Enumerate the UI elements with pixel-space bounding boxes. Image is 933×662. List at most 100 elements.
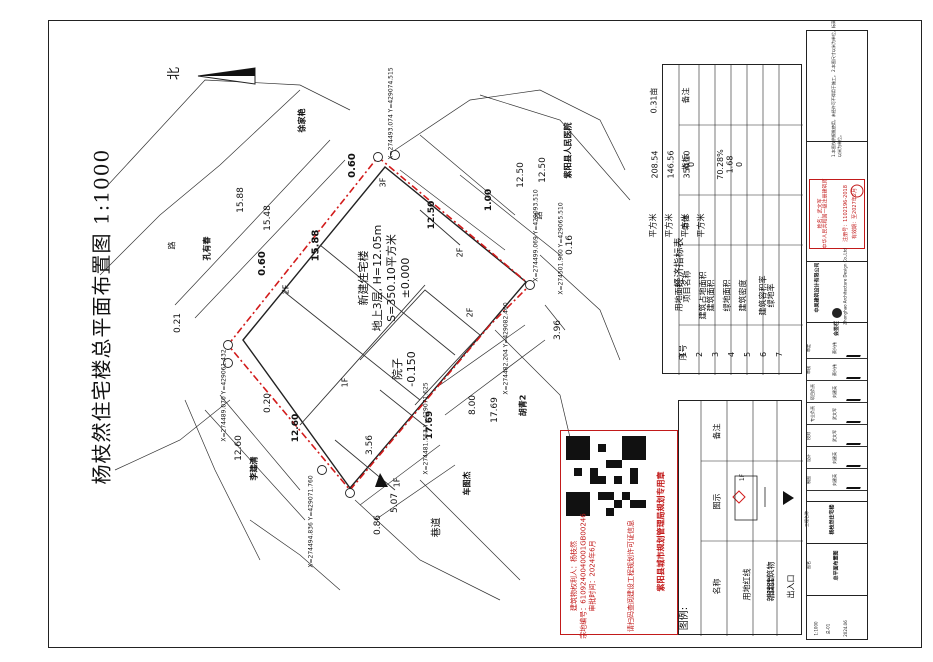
cert-name: 姓名：武文军 xyxy=(817,198,824,229)
legend-header: 备注 xyxy=(712,423,722,440)
seal-icon xyxy=(850,184,864,198)
econ-cell: 0.31亩 xyxy=(649,87,659,114)
signature-icon xyxy=(846,429,866,445)
company-cn: 中昊建筑设计有限公司 xyxy=(814,262,821,313)
dimension-label: 15.48 xyxy=(262,205,273,231)
signature-icon xyxy=(846,473,866,489)
dimension-label: 0.21 xyxy=(173,312,184,334)
point-marker xyxy=(223,340,233,350)
dimension-label: 0.16 xyxy=(565,234,576,256)
legend-row: 用地红线 xyxy=(742,568,752,601)
building-icon xyxy=(734,475,758,521)
dimension-label: 17.69 xyxy=(489,397,500,423)
econ-cell: 146.56 xyxy=(666,150,676,179)
neighbor-label: 徐家艳 xyxy=(297,108,307,133)
coordinate-label: X=274499.069 Y=429093.510 xyxy=(532,189,540,282)
project-label: 工程名称 xyxy=(804,511,809,527)
notes-text: 1.本图仅供报批使用，未经许可不得用于施工。 2.本图尺寸以米为单位，标高以米为… xyxy=(831,20,842,157)
sheet-border xyxy=(48,20,922,648)
dimension-label: 12.60 xyxy=(291,413,302,443)
coordinate-label: X=274481.553 Y=429071.625 xyxy=(422,382,430,475)
sign-role: 制图 xyxy=(806,476,811,484)
drawing-name: 总平面布置图 xyxy=(833,550,840,581)
building-name: 新建住宅楼 xyxy=(357,250,370,306)
legend-table: 图例: 名称 图示 备注 用地红线 1F 新建建筑物 指北针 出入口 xyxy=(678,400,803,636)
econ-header: 备注 xyxy=(681,87,691,104)
building-label: 新建住宅楼 地上3层, H=12.05m S=350.10平方米 ±0.000 xyxy=(357,223,413,333)
drawing-name-cell: 图名 总平面布置图 xyxy=(806,543,867,594)
neighbor-label: 孔有春 xyxy=(202,236,212,261)
parcel-line xyxy=(479,94,631,201)
coordinate-label: X=274493.074 Y=429074.515 xyxy=(387,67,395,160)
sheet-number: 总-01 xyxy=(825,623,831,635)
building-elevation: ±0.000 xyxy=(399,257,412,299)
dimension-label: 15.88 xyxy=(310,229,322,262)
signature-icon xyxy=(846,385,866,401)
econ-cell: 平方米 xyxy=(648,213,658,238)
parcel-line xyxy=(107,79,351,186)
parcel-line xyxy=(99,89,301,276)
project-cell: 工程名称 杨枝然住宅楼 xyxy=(804,501,867,542)
econ-cell: 70.28% xyxy=(715,149,725,180)
sign-row: 专业负责武文军 xyxy=(807,403,867,425)
econ-cell: 用地面积 xyxy=(674,279,684,312)
architect-cert: 中华人民共和国一级注册建筑师 姓名：武文军 注册号：1102196-2018 有… xyxy=(809,178,865,249)
econ-cell: 0 xyxy=(735,161,745,168)
legend-row: 指北针 xyxy=(766,574,776,599)
floor-mark: 3F xyxy=(378,177,388,188)
qr-stamp-box: 宗地编号：6109240040001GB00246 建筑物权利人：杨枝然 审批时… xyxy=(560,430,678,639)
yard-label: 院子 -0.150 xyxy=(391,339,419,399)
new-building-outline xyxy=(242,166,527,490)
parcel-line xyxy=(419,479,521,581)
dimension-label: 12.50 xyxy=(537,157,548,183)
neighbor-label: 车图杰 xyxy=(462,471,472,496)
parcel-line xyxy=(114,399,231,471)
red-line-boundary xyxy=(227,155,532,492)
dimension-label: 5.07 xyxy=(390,492,401,514)
dimension-label: 1.00 xyxy=(484,188,495,212)
econ-cell: 建筑面积 xyxy=(706,279,716,312)
neighbor-label: 李建清 xyxy=(249,456,259,481)
parcel-line xyxy=(539,254,621,361)
dimension-label: 8.00 xyxy=(468,394,479,416)
point-marker xyxy=(390,150,400,160)
company-en: Zhonghao Architecture Design Co.,Ltd xyxy=(842,248,848,325)
floor-mark: 1F xyxy=(392,477,402,488)
point-marker xyxy=(223,358,233,368)
econ-cell: 0 xyxy=(687,161,697,168)
sign-row: 审定蔡兴伟 xyxy=(806,337,867,359)
sign-name: 刘建英 xyxy=(832,386,837,398)
econ-row-index: 3 xyxy=(711,351,721,358)
building-area: S=350.10平方米 xyxy=(385,234,398,322)
point-marker xyxy=(373,152,383,162)
qr-note: 审批时间：2024年6月 xyxy=(588,540,597,612)
sign-name: 刘建英 xyxy=(832,474,837,486)
qr-note: 建筑物权利人：杨枝然 xyxy=(570,541,578,611)
yard-elevation: -0.150 xyxy=(405,351,418,387)
notes-cell: 1.本图仅供报批使用，未经许可不得用于施工。 2.本图尺寸以米为单位，标高以米为… xyxy=(807,20,867,157)
signature-icon xyxy=(846,451,866,467)
sign-row: 校对武文军 xyxy=(806,425,867,447)
econ-row-index: 6 xyxy=(759,351,769,358)
building-floors: 地上3层, H=12.05m xyxy=(371,224,384,332)
econ-row-index: 7 xyxy=(775,351,785,358)
sheet-info-cell: 1:1000 总-01 2024.06 xyxy=(807,595,867,641)
floor-mark: 2F xyxy=(465,307,475,318)
entrance-icon xyxy=(783,491,794,505)
neighbor-label: 巷道 xyxy=(431,517,443,538)
legend-header: 图示 xyxy=(712,493,722,510)
parcel-line xyxy=(249,519,341,591)
econ-cell: 208.54 xyxy=(650,150,660,179)
sign-header: 会签栏 xyxy=(834,320,841,337)
sign-name: 刘建英 xyxy=(832,452,837,464)
yard-name: 院子 xyxy=(391,358,404,380)
floor-mark: 2F xyxy=(455,247,465,258)
sign-row: 审核蔡兴伟 xyxy=(806,359,867,381)
company-logo-icon xyxy=(832,308,842,318)
project-name: 杨枝然住宅楼 xyxy=(829,504,836,535)
econ-cell: 平方米 xyxy=(664,213,674,238)
cert-no: 注册号：1102196-2018 xyxy=(842,185,849,242)
econ-cell: 平方米 xyxy=(680,213,690,238)
